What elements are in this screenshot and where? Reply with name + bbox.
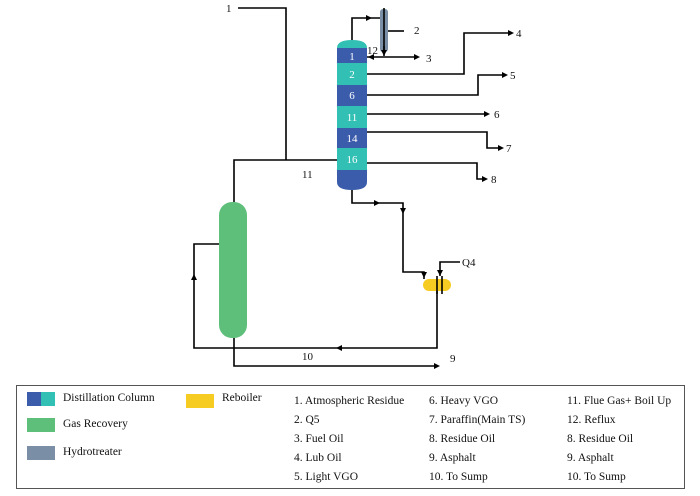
legend-stream-4: 4. Lub Oil bbox=[294, 452, 342, 464]
stream-label-3: 3 bbox=[426, 53, 432, 65]
stream-label-2: 2 bbox=[414, 25, 420, 37]
column-segment-11 bbox=[337, 106, 367, 128]
column-segment-1 bbox=[337, 48, 367, 63]
stream-label-7: 7 bbox=[506, 143, 512, 155]
legend-stream-8b: 8. Residue Oil bbox=[567, 433, 634, 445]
swatch-gas-recovery bbox=[27, 418, 55, 432]
column-segment-16 bbox=[337, 148, 367, 170]
legend-stream-7: 7. Paraffin(Main TS) bbox=[429, 414, 526, 426]
segment-label-1: 1 bbox=[349, 51, 355, 63]
bottoms-line bbox=[351, 190, 425, 279]
stream-11-line bbox=[233, 159, 337, 202]
legend-stream-8: 8. Residue Oil bbox=[429, 433, 496, 445]
legend-stream-5: 5. Light VGO bbox=[294, 471, 358, 483]
stream-4-line bbox=[367, 32, 508, 75]
column-segment-6 bbox=[337, 85, 367, 106]
stream-label-12: 12 bbox=[367, 45, 378, 57]
stream-label-4: 4 bbox=[516, 28, 522, 40]
stream-5-line bbox=[367, 74, 502, 96]
legend: Distillation Column Gas Recovery Hydrotr… bbox=[16, 385, 685, 489]
swatch-distillation-dark bbox=[27, 392, 41, 406]
legend-stream-2: 2. Q5 bbox=[294, 414, 320, 426]
stream-7-line bbox=[367, 131, 498, 149]
stream-label-11: 11 bbox=[302, 169, 313, 181]
stream-label-8: 8 bbox=[491, 174, 497, 186]
stream-label-9: 9 bbox=[450, 353, 456, 365]
swatch-hydrotreater bbox=[27, 446, 55, 460]
stream-9-line bbox=[233, 338, 434, 367]
legend-stream-12: 12. Reflux bbox=[567, 414, 616, 426]
column-top-cap bbox=[337, 40, 367, 48]
stream-1-line bbox=[238, 7, 287, 160]
column-segment-14 bbox=[337, 128, 367, 148]
distillation-column: 1 2 6 11 14 16 bbox=[337, 40, 367, 190]
segment-label-6: 6 bbox=[349, 90, 355, 102]
legend-stream-6: 6. Heavy VGO bbox=[429, 395, 499, 407]
stream-label-10: 10 bbox=[302, 351, 314, 363]
segment-label-16: 16 bbox=[347, 154, 359, 166]
segment-label-2: 2 bbox=[349, 69, 355, 81]
legend-stream-3: 3. Fuel Oil bbox=[294, 433, 344, 445]
gas-recovery-vessel bbox=[219, 202, 247, 338]
column-bottom-cap bbox=[337, 170, 367, 190]
legend-stream-9b: 9. Asphalt bbox=[567, 452, 614, 464]
segment-label-14: 14 bbox=[347, 133, 359, 145]
stream-label-5: 5 bbox=[510, 70, 516, 82]
stream-label-6: 6 bbox=[494, 109, 500, 121]
swatch-distillation-light bbox=[41, 392, 55, 406]
legend-stream-1: 1. Atmospheric Residue bbox=[294, 395, 405, 407]
legend-distillation-column: Distillation Column bbox=[63, 392, 155, 404]
legend-stream-10b: 10. To Sump bbox=[567, 471, 626, 483]
stream-label-q4: Q4 bbox=[462, 257, 476, 269]
legend-stream-10: 10. To Sump bbox=[429, 471, 488, 483]
swatch-reboiler bbox=[186, 394, 214, 408]
column-segment-2 bbox=[337, 63, 367, 85]
q4-line bbox=[439, 261, 460, 276]
legend-reboiler: Reboiler bbox=[222, 392, 262, 404]
legend-stream-9: 9. Asphalt bbox=[429, 452, 476, 464]
overhead-vapor-line bbox=[351, 17, 380, 40]
stream-10-line bbox=[193, 243, 438, 349]
segment-label-11: 11 bbox=[347, 112, 358, 124]
stream-label-1: 1 bbox=[226, 3, 232, 15]
legend-gas-recovery: Gas Recovery bbox=[63, 418, 128, 430]
stream-8-line bbox=[367, 162, 482, 180]
legend-stream-11: 11. Flue Gas+ Boil Up bbox=[567, 395, 672, 407]
legend-hydrotreater: Hydrotreater bbox=[63, 446, 122, 458]
